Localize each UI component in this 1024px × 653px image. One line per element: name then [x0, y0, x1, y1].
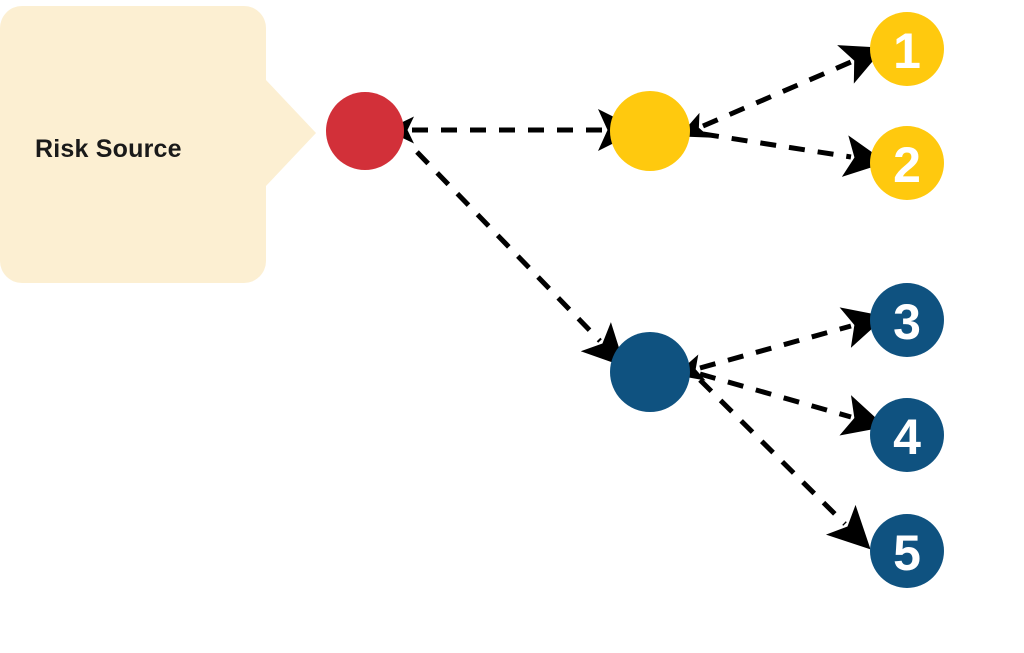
outcome-node-4-label: 4: [893, 409, 921, 465]
risk-source-callout[interactable]: Risk Source: [0, 6, 316, 283]
outcome-node-5-label: 5: [893, 525, 921, 581]
branch-node-yellow[interactable]: [610, 91, 690, 171]
outcome-node-2-label: 2: [893, 137, 921, 193]
outcome-node-3[interactable]: 3: [870, 283, 944, 357]
risk-source-node[interactable]: [326, 92, 404, 170]
edge-source-to-blue: [415, 150, 626, 367]
edge-blue-to-outcome-3: [674, 307, 886, 381]
outcome-node-5-circle: [870, 514, 944, 588]
edge-blue-to-outcome-4: [699, 371, 886, 436]
edge-yellow-to-outcome-1: [679, 45, 885, 138]
edge-layer: [386, 45, 887, 550]
outcome-node-4[interactable]: 4: [870, 398, 944, 472]
outcome-node-1-circle: [870, 12, 944, 86]
outcome-node-5[interactable]: 5: [870, 514, 944, 588]
edge-yellow-to-outcome-2: [702, 131, 887, 177]
risk-source-label: Risk Source: [35, 135, 182, 163]
node-layer: 1 2 3 4 5: [326, 12, 944, 588]
branch-node-blue[interactable]: [610, 332, 690, 412]
outcome-node-2[interactable]: 2: [870, 126, 944, 200]
outcome-node-4-circle: [870, 398, 944, 472]
outcome-node-3-label: 3: [893, 294, 921, 350]
outcome-node-2-circle: [870, 126, 944, 200]
edge-blue-to-outcome-5: [698, 378, 871, 550]
outcome-node-1-label: 1: [893, 23, 921, 79]
outcome-node-1[interactable]: 1: [870, 12, 944, 86]
outcome-node-3-circle: [870, 283, 944, 357]
callout-shape: [0, 6, 316, 283]
